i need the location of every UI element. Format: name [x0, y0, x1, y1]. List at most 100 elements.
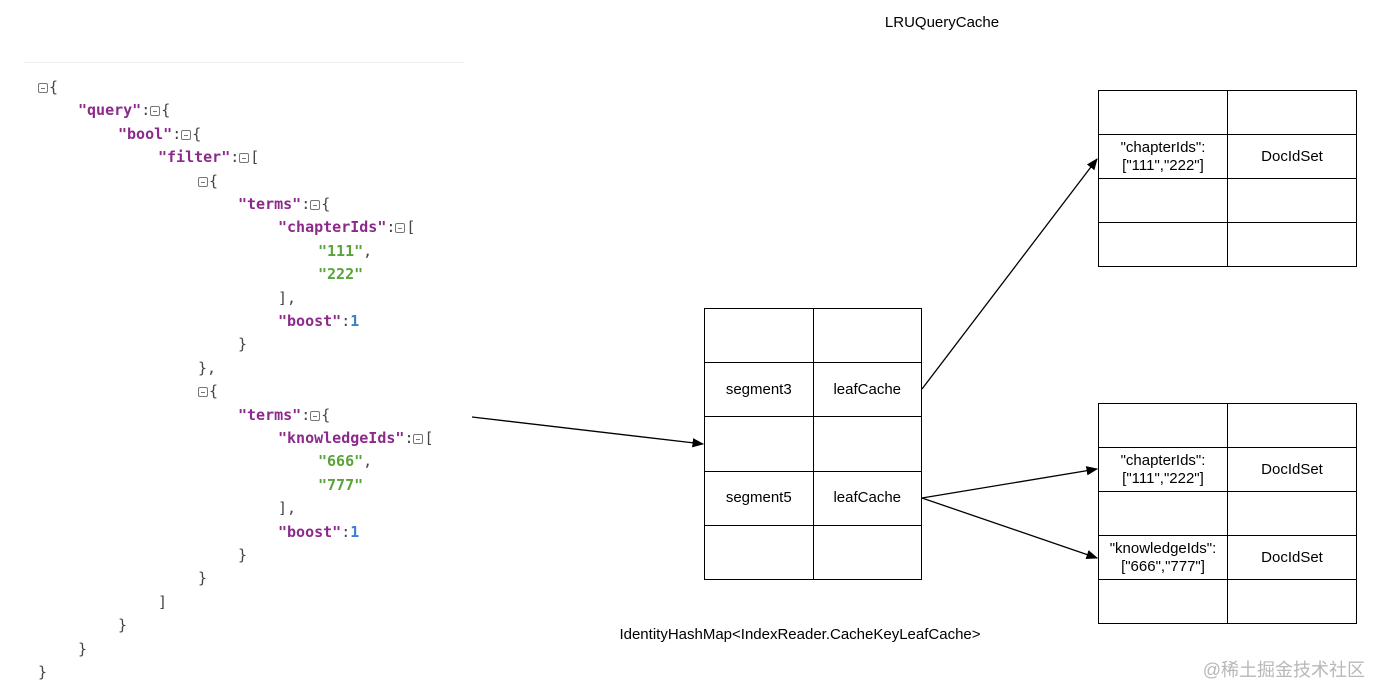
json-token: { [209, 171, 219, 190]
json-token: "knowledgeIds" [278, 429, 405, 447]
json-token: } [38, 663, 48, 681]
json-line: { [198, 170, 218, 193]
collapse-toggle-icon[interactable] [38, 83, 48, 93]
json-token: "boost" [278, 522, 342, 541]
arrow-segment5-to-knowledge [921, 497, 1099, 560]
json-token: : [230, 148, 240, 167]
json-token: "777" [318, 475, 364, 494]
json-token: : [341, 312, 351, 330]
diagram-title: LRUQueryCache [884, 14, 1000, 31]
json-token: { [209, 382, 219, 401]
json-line: ] [158, 591, 167, 614]
json-line: }, [198, 357, 216, 380]
json-line: "query": { [78, 99, 170, 122]
collapse-toggle-icon[interactable] [198, 387, 208, 398]
json-line: } [118, 614, 127, 637]
leaf-cache-table-bottom: "chapterIds": ["111","222"]DocIdSet"know… [1098, 403, 1357, 624]
table-cell [1098, 579, 1228, 624]
json-line: "terms": { [238, 193, 330, 216]
json-token: ], [278, 499, 297, 518]
json-token: 1 [350, 522, 360, 541]
json-token: : [301, 195, 311, 213]
table-cell [1227, 222, 1357, 267]
table-cell: "knowledgeIds": ["666","777"] [1098, 535, 1228, 580]
json-line: ], [278, 497, 296, 520]
json-line: "777" [318, 474, 363, 497]
json-token: }, [198, 358, 217, 377]
table-cell [1227, 491, 1357, 536]
table-cell: segment5 [704, 470, 814, 526]
arrow-json-to-table [471, 416, 705, 448]
json-token: : [386, 218, 396, 237]
json-line: } [238, 333, 247, 356]
table-cell [704, 524, 814, 581]
json-token: : [172, 124, 182, 143]
json-line: "666", [318, 450, 372, 473]
json-token: { [49, 78, 59, 96]
json-token: "boost" [278, 312, 342, 330]
arrow-segment5-to-chapter [921, 466, 1099, 499]
json-line: "chapterIds": [ [278, 216, 415, 239]
json-token: , [363, 452, 373, 471]
leaf-cache-table-top: "chapterIds": ["111","222"]DocIdSet [1098, 90, 1357, 267]
table-cell [1227, 90, 1357, 135]
table-cell: DocIdSet [1227, 447, 1357, 492]
json-line: "222" [318, 263, 363, 286]
table-cell [812, 416, 922, 472]
json-token: : [141, 101, 151, 120]
json-token: } [198, 569, 208, 588]
json-line: } [38, 661, 47, 684]
json-line: "111", [318, 240, 372, 263]
json-token: { [321, 195, 331, 213]
collapse-toggle-icon[interactable] [181, 129, 192, 140]
json-line: "filter": [ [158, 146, 259, 169]
json-token: } [118, 616, 128, 635]
table-cell [1098, 178, 1228, 223]
json-token: "query" [78, 101, 142, 120]
json-token: 1 [350, 312, 360, 330]
json-token: "terms" [238, 195, 302, 213]
json-token: "111" [318, 241, 364, 260]
table-cell: "chapterIds": ["111","222"] [1098, 134, 1228, 179]
collapse-toggle-icon[interactable] [239, 153, 250, 164]
collapse-toggle-icon[interactable] [310, 200, 321, 210]
arrow-segment3-to-cache [921, 158, 1098, 390]
json-token: [ [424, 429, 434, 447]
json-token: [ [250, 148, 260, 167]
json-token: } [238, 546, 248, 564]
collapse-toggle-icon[interactable] [150, 106, 161, 117]
diagram-caption: IdentityHashMap<IndexReader.CacheKeyLeaf… [619, 626, 981, 643]
json-token: { [161, 101, 171, 120]
json-line: } [78, 638, 87, 661]
json-token: "filter" [158, 148, 231, 167]
json-line: { [38, 76, 58, 99]
json-token: : [404, 429, 414, 447]
json-line: "terms": { [238, 404, 330, 427]
watermark: @稀土掘金技术社区 [1202, 660, 1365, 680]
json-line: "boost":1 [278, 310, 359, 333]
json-token: "terms" [238, 405, 302, 424]
json-token: : [301, 405, 311, 424]
table-cell: leafCache [812, 362, 922, 418]
json-token: } [78, 639, 88, 658]
json-token: [ [406, 218, 416, 237]
collapse-toggle-icon[interactable] [413, 434, 424, 444]
json-line: "bool":{ [118, 123, 201, 146]
table-cell [1227, 403, 1357, 448]
json-token: , [363, 241, 373, 260]
json-token: : [341, 522, 351, 541]
json-line: "boost":1 [278, 521, 359, 544]
divider-line [24, 62, 464, 63]
json-token: "chapterIds" [278, 218, 387, 237]
table-cell [1227, 579, 1357, 624]
json-line: { [198, 380, 218, 403]
collapse-toggle-icon[interactable] [310, 410, 321, 421]
collapse-toggle-icon[interactable] [395, 223, 406, 234]
json-token: { [321, 405, 331, 424]
json-token: "bool" [118, 124, 173, 143]
table-cell [812, 524, 922, 581]
json-line: ], [278, 287, 296, 310]
collapse-toggle-icon[interactable] [198, 176, 208, 187]
